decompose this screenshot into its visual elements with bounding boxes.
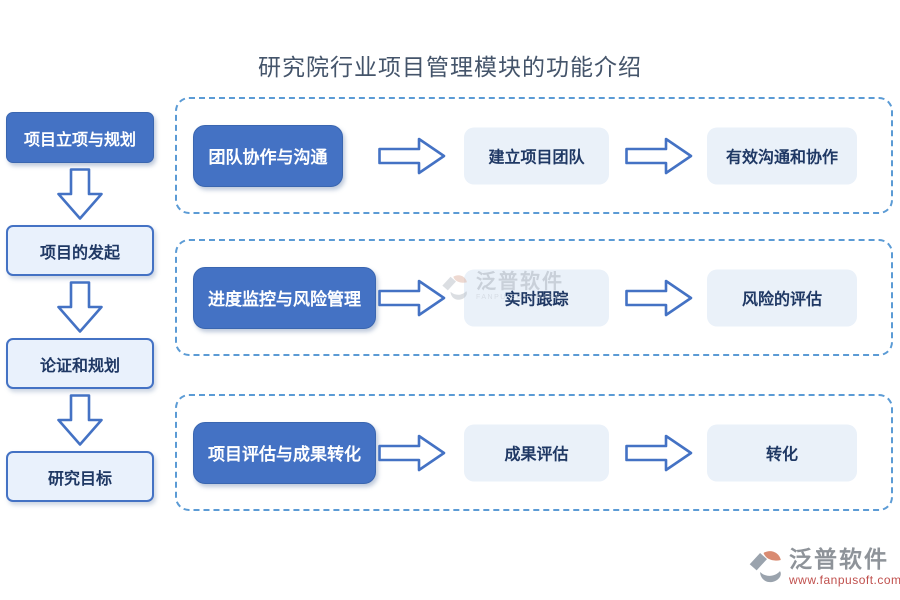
step-box: 实时跟踪 — [464, 269, 609, 326]
module-button: 进度监控与风险管理 — [193, 266, 376, 329]
step-box: 建立项目团队 — [464, 127, 609, 184]
step-box: 成果评估 — [464, 424, 609, 481]
feature-group-evaluation-transformation: 项目评估与成果转化 成果评估 转化 — [175, 394, 893, 511]
down-arrow-icon — [57, 168, 103, 220]
step-box: 有效沟通和协作 — [707, 127, 857, 184]
right-arrow-icon — [378, 434, 446, 471]
module-button: 团队协作与沟通 — [193, 124, 343, 187]
module-button: 项目评估与成果转化 — [193, 421, 376, 484]
down-arrow-icon — [57, 281, 103, 333]
right-arrow-icon — [625, 137, 693, 174]
feature-group-team-collaboration: 团队协作与沟通 建立项目团队 有效沟通和协作 — [175, 97, 893, 214]
feature-group-progress-risk: 进度监控与风险管理 实时跟踪 风险的评估 — [175, 239, 893, 356]
sidebar-item-research-goal: 研究目标 — [6, 451, 154, 502]
right-arrow-icon — [378, 137, 446, 174]
fanpu-logo-icon — [749, 551, 781, 583]
sidebar-flow: 项目立项与规划 项目的发起 论证和规划 研究目标 — [6, 112, 154, 502]
footer-brand-logo: 泛普软件 www.fanpusoft.com — [748, 548, 900, 586]
page-title: 研究院行业项目管理模块的功能介绍 — [258, 54, 642, 80]
down-arrow-icon — [57, 394, 103, 446]
right-arrow-icon — [625, 279, 693, 316]
footer-brand: 泛普软件 — [789, 546, 889, 572]
right-arrow-icon — [378, 279, 446, 316]
step-box: 风险的评估 — [707, 269, 857, 326]
sidebar-item-project-initiation: 项目立项与规划 — [6, 112, 154, 163]
right-arrow-icon — [625, 434, 693, 471]
footer-url: www.fanpusoft.com — [789, 573, 900, 587]
sidebar-item-project-launch: 项目的发起 — [6, 225, 154, 276]
step-box: 转化 — [707, 424, 857, 481]
sidebar-item-argumentation-planning: 论证和规划 — [6, 338, 154, 389]
